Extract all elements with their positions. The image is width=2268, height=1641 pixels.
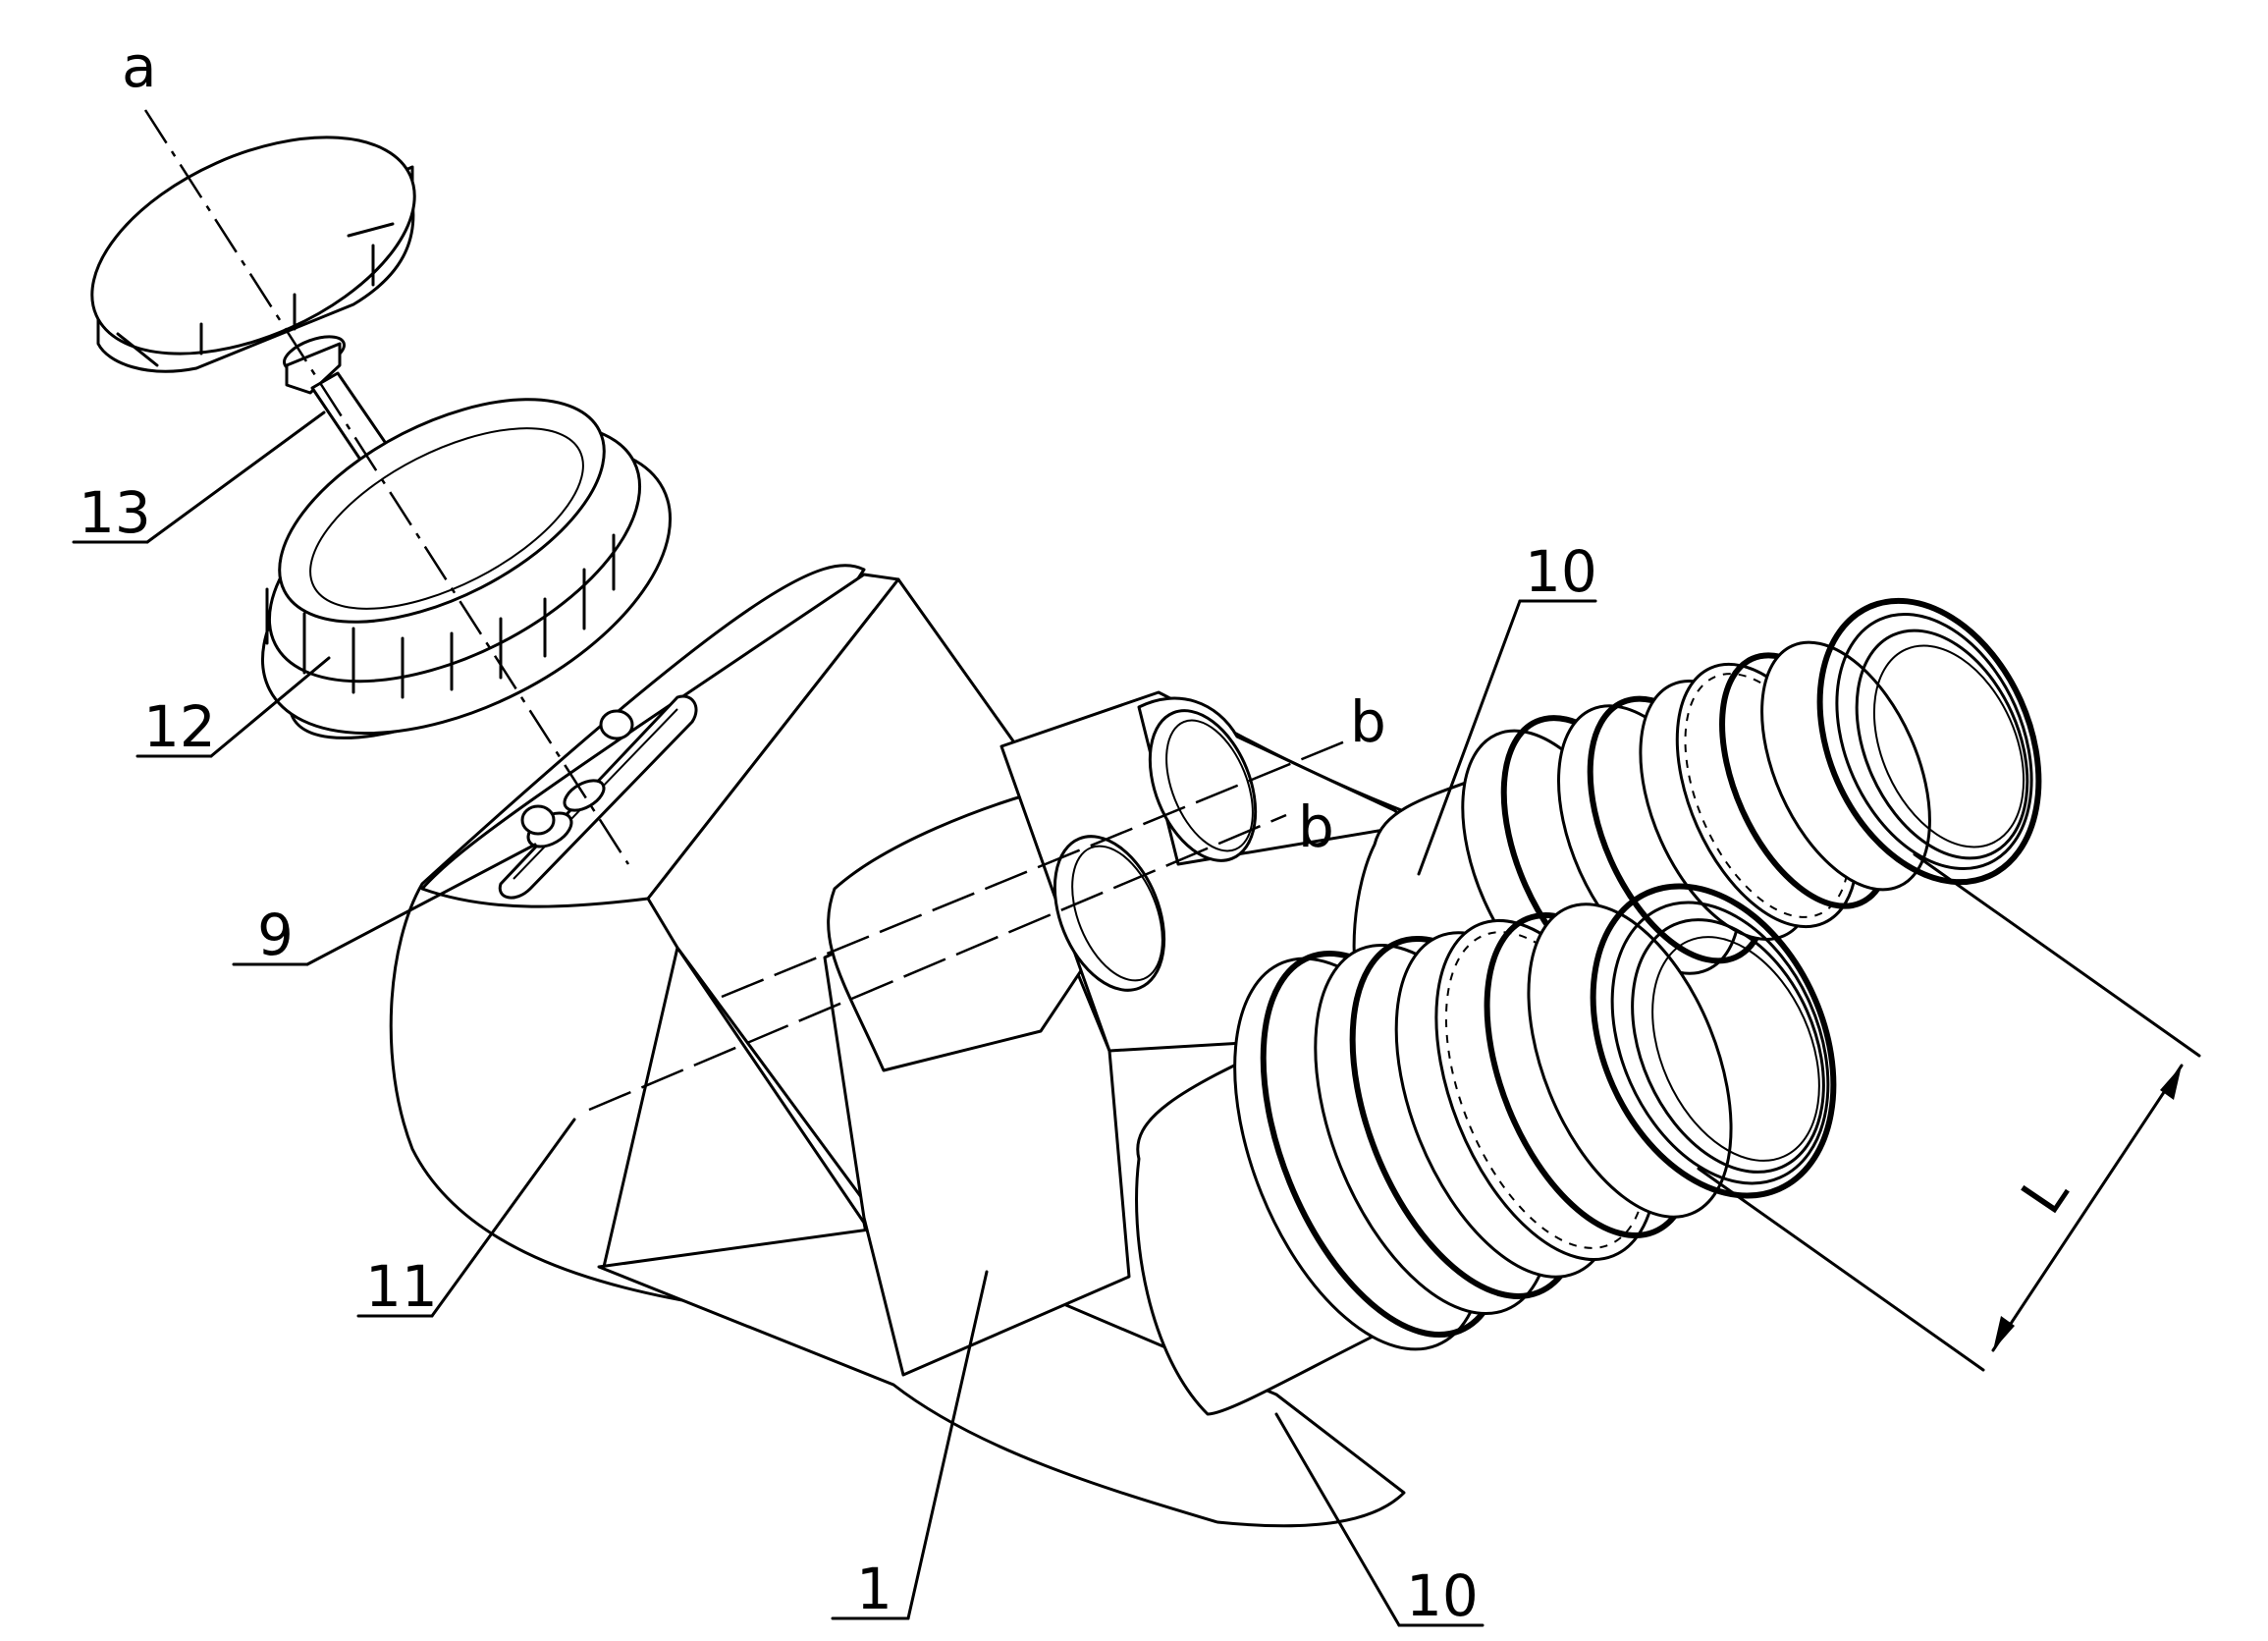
center-lines xyxy=(143,109,2201,1372)
label-10-bottom: 10 xyxy=(1406,1562,1479,1629)
label-a: a xyxy=(122,33,157,100)
eyepiece-lower-part-10 xyxy=(1135,883,1837,1416)
label-11: 11 xyxy=(365,1253,438,1320)
label-9: 9 xyxy=(257,902,294,968)
dimension-L: L xyxy=(1991,1064,2184,1352)
label-1: 1 xyxy=(856,1556,892,1622)
label-12: 12 xyxy=(143,693,216,760)
label-b-upper: b xyxy=(1350,688,1386,755)
labels: a b b 13 12 9 11 1 10 10 xyxy=(79,33,1597,1629)
label-L: L xyxy=(2008,1162,2080,1226)
label-13: 13 xyxy=(79,479,151,546)
label-b-lower: b xyxy=(1298,793,1334,860)
top-cap xyxy=(90,136,416,373)
leader-lines xyxy=(72,410,1597,1627)
slider-part-9 xyxy=(498,694,698,900)
barrel-openings xyxy=(1053,709,1258,992)
label-10-top: 10 xyxy=(1525,538,1597,605)
